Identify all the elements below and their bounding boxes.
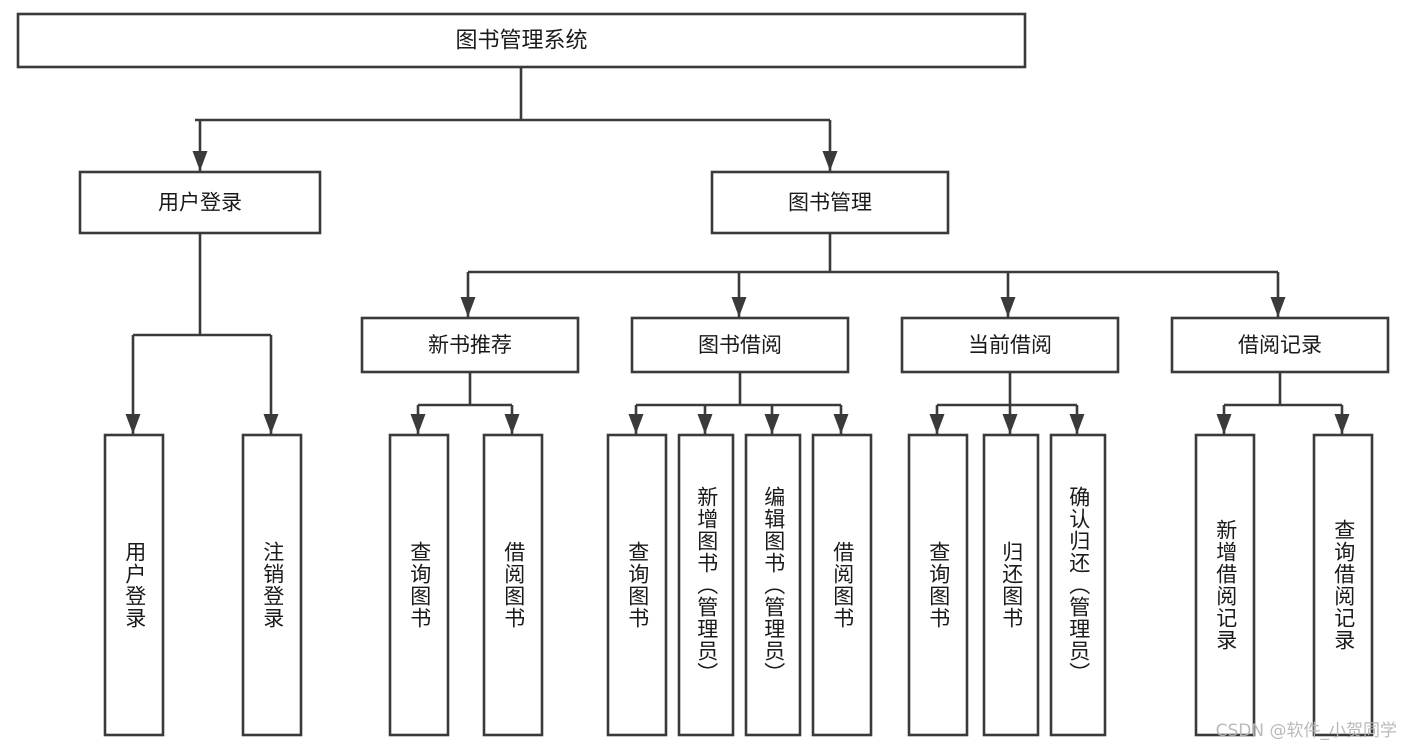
connector-group-bus-root bbox=[195, 67, 832, 171]
leaf-box-leaf-add-record[interactable] bbox=[1194, 433, 1256, 737]
arrow-head-icon bbox=[263, 414, 279, 434]
leaf-box-leaf-logout[interactable] bbox=[241, 433, 303, 737]
arrow-head-icon bbox=[822, 151, 838, 171]
leaf-box-leaf-query-record[interactable] bbox=[1312, 433, 1374, 737]
connector-group-bus-book-manage bbox=[466, 233, 1280, 317]
leaf-box-leaf-query-book-cur[interactable] bbox=[907, 433, 969, 737]
leaf-box-leaf-user-login[interactable] bbox=[103, 433, 165, 737]
node-label-new-book-rec: 新书推荐 bbox=[428, 333, 512, 357]
node-label-book-manage: 图书管理 bbox=[788, 191, 872, 215]
node-box-book-borrow[interactable] bbox=[630, 316, 850, 374]
arrow-head-icon bbox=[460, 297, 476, 317]
leaf-box-leaf-query-book-borrow[interactable] bbox=[606, 433, 668, 737]
connector-group-bus-user-login bbox=[131, 233, 273, 434]
arrow-head-icon bbox=[833, 414, 849, 434]
leaf-box-leaf-return-book[interactable] bbox=[982, 433, 1040, 737]
arrow-head-icon bbox=[1000, 297, 1016, 317]
leaf-box-leaf-borrow-book[interactable] bbox=[811, 433, 873, 737]
node-label-current-borrow: 当前借阅 bbox=[968, 333, 1052, 357]
arrow-head-icon bbox=[929, 414, 945, 434]
arrow-head-icon bbox=[125, 414, 141, 434]
arrow-head-icon bbox=[628, 414, 644, 434]
root-node-box[interactable] bbox=[16, 12, 1027, 69]
leaf-box-leaf-edit-book[interactable] bbox=[744, 433, 802, 737]
root-node-label: 图书管理系统 bbox=[455, 29, 587, 54]
arrow-head-icon bbox=[192, 151, 208, 171]
arrow-head-icon bbox=[1270, 297, 1286, 317]
node-label-book-borrow: 图书借阅 bbox=[698, 333, 782, 357]
arrow-head-icon bbox=[764, 414, 780, 434]
node-label-user-login: 用户登录 bbox=[158, 191, 242, 215]
arrow-head-icon bbox=[697, 414, 713, 434]
leaf-box-leaf-query-book-rec[interactable] bbox=[388, 433, 450, 737]
arrow-head-icon bbox=[504, 414, 520, 434]
arrow-head-icon bbox=[410, 414, 426, 434]
node-box-user-login[interactable] bbox=[78, 170, 322, 235]
node-box-current-borrow[interactable] bbox=[900, 316, 1120, 374]
watermark: CSDN @软件_小贺同学 bbox=[1215, 721, 1397, 741]
connector-layer bbox=[125, 67, 1350, 434]
connector-group-bus-borrow-record bbox=[1222, 372, 1344, 434]
connector-group-bus-book-borrow bbox=[634, 372, 843, 434]
leaf-box-leaf-add-book[interactable] bbox=[677, 433, 735, 737]
arrow-head-icon bbox=[1069, 414, 1085, 434]
node-box-layer bbox=[16, 12, 1390, 737]
arrow-head-icon bbox=[1216, 414, 1232, 434]
arrow-head-icon bbox=[1002, 414, 1018, 434]
leaf-box-leaf-borrow-book-rec[interactable] bbox=[482, 433, 544, 737]
node-label-borrow-record: 借阅记录 bbox=[1238, 333, 1322, 357]
connector-group-bus-new-book-rec bbox=[416, 372, 514, 434]
node-box-borrow-record[interactable] bbox=[1170, 316, 1390, 374]
leaf-box-leaf-confirm-return[interactable] bbox=[1049, 433, 1107, 737]
arrow-head-icon bbox=[731, 297, 747, 317]
node-box-book-manage[interactable] bbox=[710, 170, 950, 235]
arrow-head-icon bbox=[1334, 414, 1350, 434]
node-box-new-book-rec[interactable] bbox=[360, 316, 580, 374]
